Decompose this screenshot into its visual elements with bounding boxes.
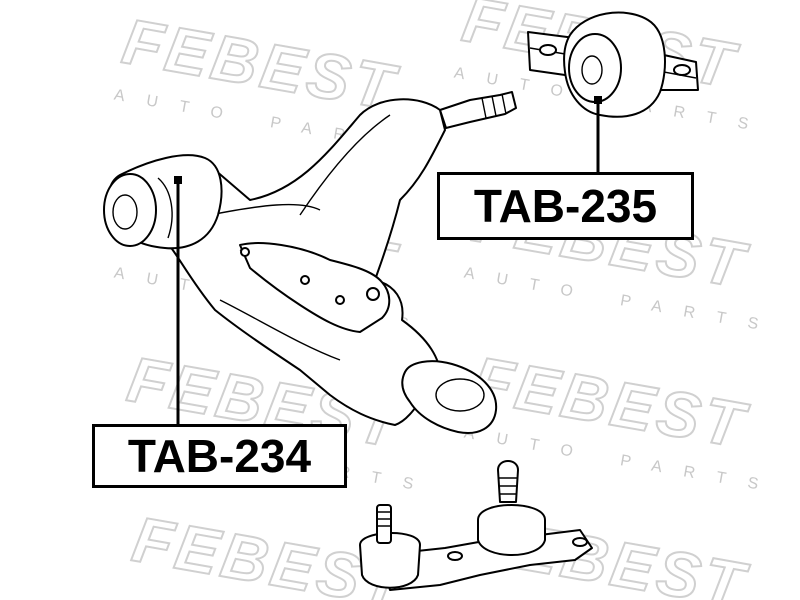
callout-dot-tab-235 xyxy=(594,96,602,104)
bracket-hole xyxy=(240,247,250,257)
arm-rib xyxy=(219,299,341,361)
stud-thread xyxy=(481,93,507,119)
ball-joint-stud xyxy=(376,504,392,544)
bushing-tab-235-illustration xyxy=(527,11,699,118)
bracket-hole xyxy=(300,275,310,285)
stud-thread xyxy=(499,477,517,495)
ball-joints-illustration xyxy=(359,460,593,591)
part-number-text: TAB-235 xyxy=(473,180,658,232)
flange-hole xyxy=(673,64,691,76)
part-number-label-tab-234: TAB-234 xyxy=(92,424,347,488)
arm-rib xyxy=(299,114,391,216)
ball-joint-body xyxy=(359,532,421,589)
mount-bracket xyxy=(239,242,391,333)
flange-hole xyxy=(539,44,557,56)
front-bushing-end xyxy=(103,173,157,247)
ball-joint-body xyxy=(477,504,546,556)
front-bushing-inner xyxy=(112,194,138,230)
part-number-text: TAB-234 xyxy=(127,430,312,482)
ball-joint-hole xyxy=(447,551,463,561)
bracket-hole xyxy=(335,295,345,305)
ball-joint-stud xyxy=(439,91,517,129)
bracket-hole xyxy=(366,287,380,301)
arm-rib xyxy=(209,203,321,216)
rear-bushing-boss xyxy=(401,360,498,434)
rear-bushing-bore xyxy=(435,378,485,412)
bushing-bore xyxy=(581,55,603,85)
ball-joint-hole xyxy=(572,537,588,547)
part-number-label-tab-235: TAB-235 xyxy=(437,172,694,240)
control-arm-illustration xyxy=(103,91,517,434)
front-bushing-edge xyxy=(157,177,173,239)
stud-thread xyxy=(377,511,391,527)
bushing-face xyxy=(568,33,622,103)
callout-dot-tab-234 xyxy=(174,176,182,184)
ball-joint-stud xyxy=(497,460,519,503)
